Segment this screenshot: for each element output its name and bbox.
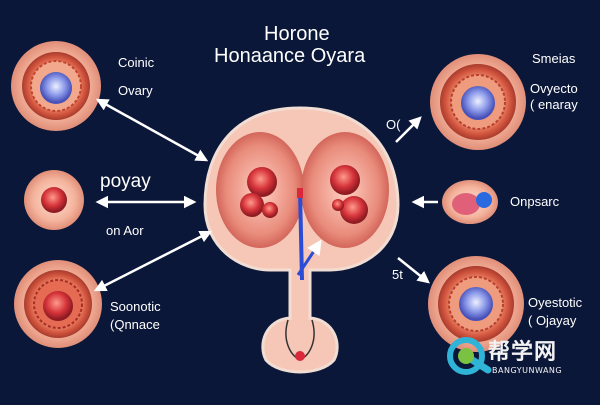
label-bottom-right-2: ( Ojayay (528, 313, 577, 328)
label-top-right: Smeias (532, 51, 576, 66)
watermark-en: BANGYUNWANG (492, 366, 563, 375)
label-bottom-left-1: Soonotic (110, 299, 161, 314)
arrows (93, 98, 438, 292)
label-bottom-right-1: Oyestotic (528, 295, 583, 310)
label-arrow-top-right: O( (386, 117, 401, 132)
follicle-bottom-right (428, 256, 524, 352)
label-mid-right: Onpsarc (510, 194, 560, 209)
label-top-left-sub: Ovary (118, 83, 153, 98)
arrow-bottom-right (397, 257, 430, 284)
follicle-top-left (11, 41, 101, 131)
label-arrow-bottom-right: 5t (392, 267, 403, 282)
follicle-top-right (430, 54, 526, 150)
follicle-mid-left (24, 170, 84, 230)
label-top-right-sub-2: ( enaray (530, 97, 578, 112)
label-top-right-sub-1: Ovyecto (530, 81, 578, 96)
arrow-bottom-left (93, 230, 213, 292)
watermark-logo-icon (447, 337, 492, 375)
arrow-top-right (395, 116, 422, 143)
label-mid-left-sub: on Aor (106, 223, 144, 238)
title-line-1: Horone (264, 23, 330, 45)
arrow-top-left (95, 98, 209, 162)
label-mid-left: poyay (100, 171, 151, 192)
title-line-2: Honaance Oyara (214, 45, 366, 67)
central-organ (203, 106, 400, 374)
follicle-bottom-left (14, 260, 102, 348)
oocyte-mid-right (442, 180, 498, 224)
label-bottom-left-2: (Qnnace (110, 317, 160, 332)
label-top-left: Coinic (118, 55, 155, 70)
watermark-cn: 帮学网 (488, 340, 558, 365)
